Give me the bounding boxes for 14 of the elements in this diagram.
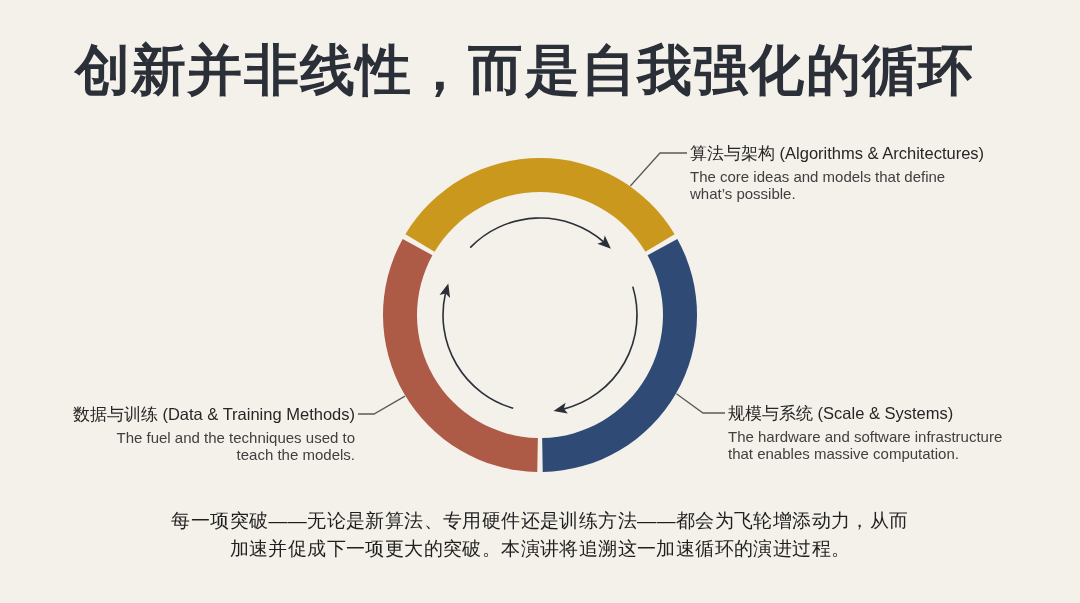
caption: 每一项突破——无论是新算法、专用硬件还是训练方法——都会为飞轮增添动力，从而加速并促成下一项更大的突破。本演讲将追溯这一加速循环的演进过程。 — [170, 509, 910, 561]
title: 创新并非线性，而是自我强化的循环 — [75, 38, 975, 102]
ring-segment — [405, 158, 675, 252]
ring-segment — [542, 238, 697, 472]
segment-description: The hardware and software infrastructure that enables massive computation. — [728, 428, 1004, 462]
leader-line — [629, 152, 688, 187]
segment-heading: 算法与架构 (Algorithms & Architectures) — [690, 143, 985, 164]
leader-line — [675, 393, 726, 414]
leader-line — [357, 395, 406, 415]
segment-heading: 规模与系统 (Scale & Systems) — [728, 403, 954, 424]
ring-segment — [383, 238, 538, 472]
segment-description: The core ideas and models that define what’s possible. — [690, 168, 947, 202]
segment-heading: 数据与训练 (Data & Training Methods) — [72, 404, 355, 425]
segment-description: The fuel and the techniques used to teach the models. — [115, 429, 355, 463]
